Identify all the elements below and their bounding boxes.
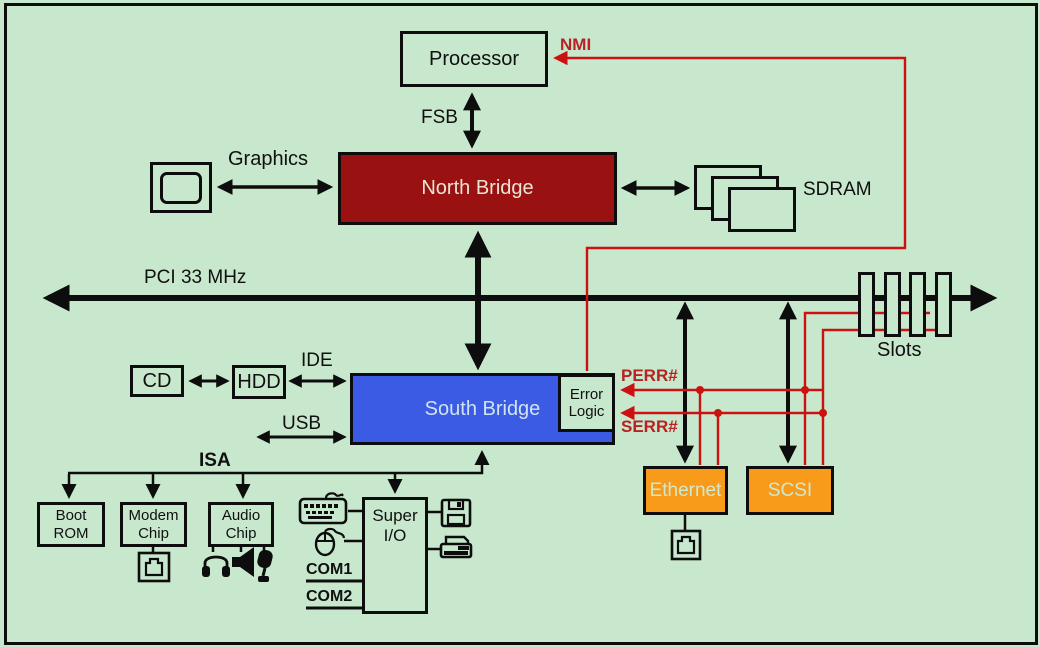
north-bridge-box: North Bridge bbox=[338, 152, 617, 225]
printer-icon bbox=[439, 535, 473, 559]
usb-label: USB bbox=[282, 413, 322, 434]
audio-chip-box: Audio Chip bbox=[208, 502, 274, 547]
headphones-icon bbox=[202, 555, 230, 577]
pci-slot bbox=[858, 272, 875, 337]
perr-label: PERR# bbox=[621, 366, 678, 385]
boot-rom-box: Boot ROM bbox=[37, 502, 105, 547]
nmi-label: NMI bbox=[560, 35, 592, 54]
keyboard-icon bbox=[298, 492, 348, 525]
floppy-icon bbox=[440, 498, 472, 528]
scsi-box: SCSI bbox=[746, 466, 834, 515]
pci-slot bbox=[909, 272, 926, 337]
com2-label: COM2 bbox=[306, 588, 353, 605]
pci-bus-label: PCI 33 MHz bbox=[144, 267, 247, 288]
com1-label: COM1 bbox=[306, 561, 353, 578]
slots-label: Slots bbox=[877, 339, 922, 361]
sdram-module bbox=[728, 187, 796, 232]
pci-slot bbox=[935, 272, 952, 337]
ethernet-box: Ethernet bbox=[643, 466, 728, 515]
graphics-label: Graphics bbox=[228, 148, 309, 170]
modem-chip-box: Modem Chip bbox=[120, 502, 187, 547]
mouse-icon bbox=[314, 527, 346, 557]
super-io-box: Super I/O bbox=[362, 497, 428, 614]
speaker-icon bbox=[232, 547, 254, 577]
fsb-label: FSB bbox=[421, 107, 458, 128]
diagram-frame bbox=[4, 3, 1038, 645]
monitor-icon bbox=[150, 162, 212, 213]
error-logic-box: Error Logic bbox=[558, 374, 615, 432]
rj45-ethernet-icon bbox=[670, 529, 702, 561]
rj45-modem-icon bbox=[137, 551, 171, 583]
pci-slot bbox=[884, 272, 901, 337]
isa-label: ISA bbox=[199, 450, 231, 471]
sdram-label: SDRAM bbox=[803, 179, 872, 200]
cd-box: CD bbox=[130, 365, 184, 397]
microphone-icon bbox=[257, 549, 273, 582]
ide-label: IDE bbox=[301, 350, 333, 371]
serr-label: SERR# bbox=[621, 417, 678, 436]
processor-box: Processor bbox=[400, 31, 548, 87]
hdd-box: HDD bbox=[232, 365, 286, 399]
